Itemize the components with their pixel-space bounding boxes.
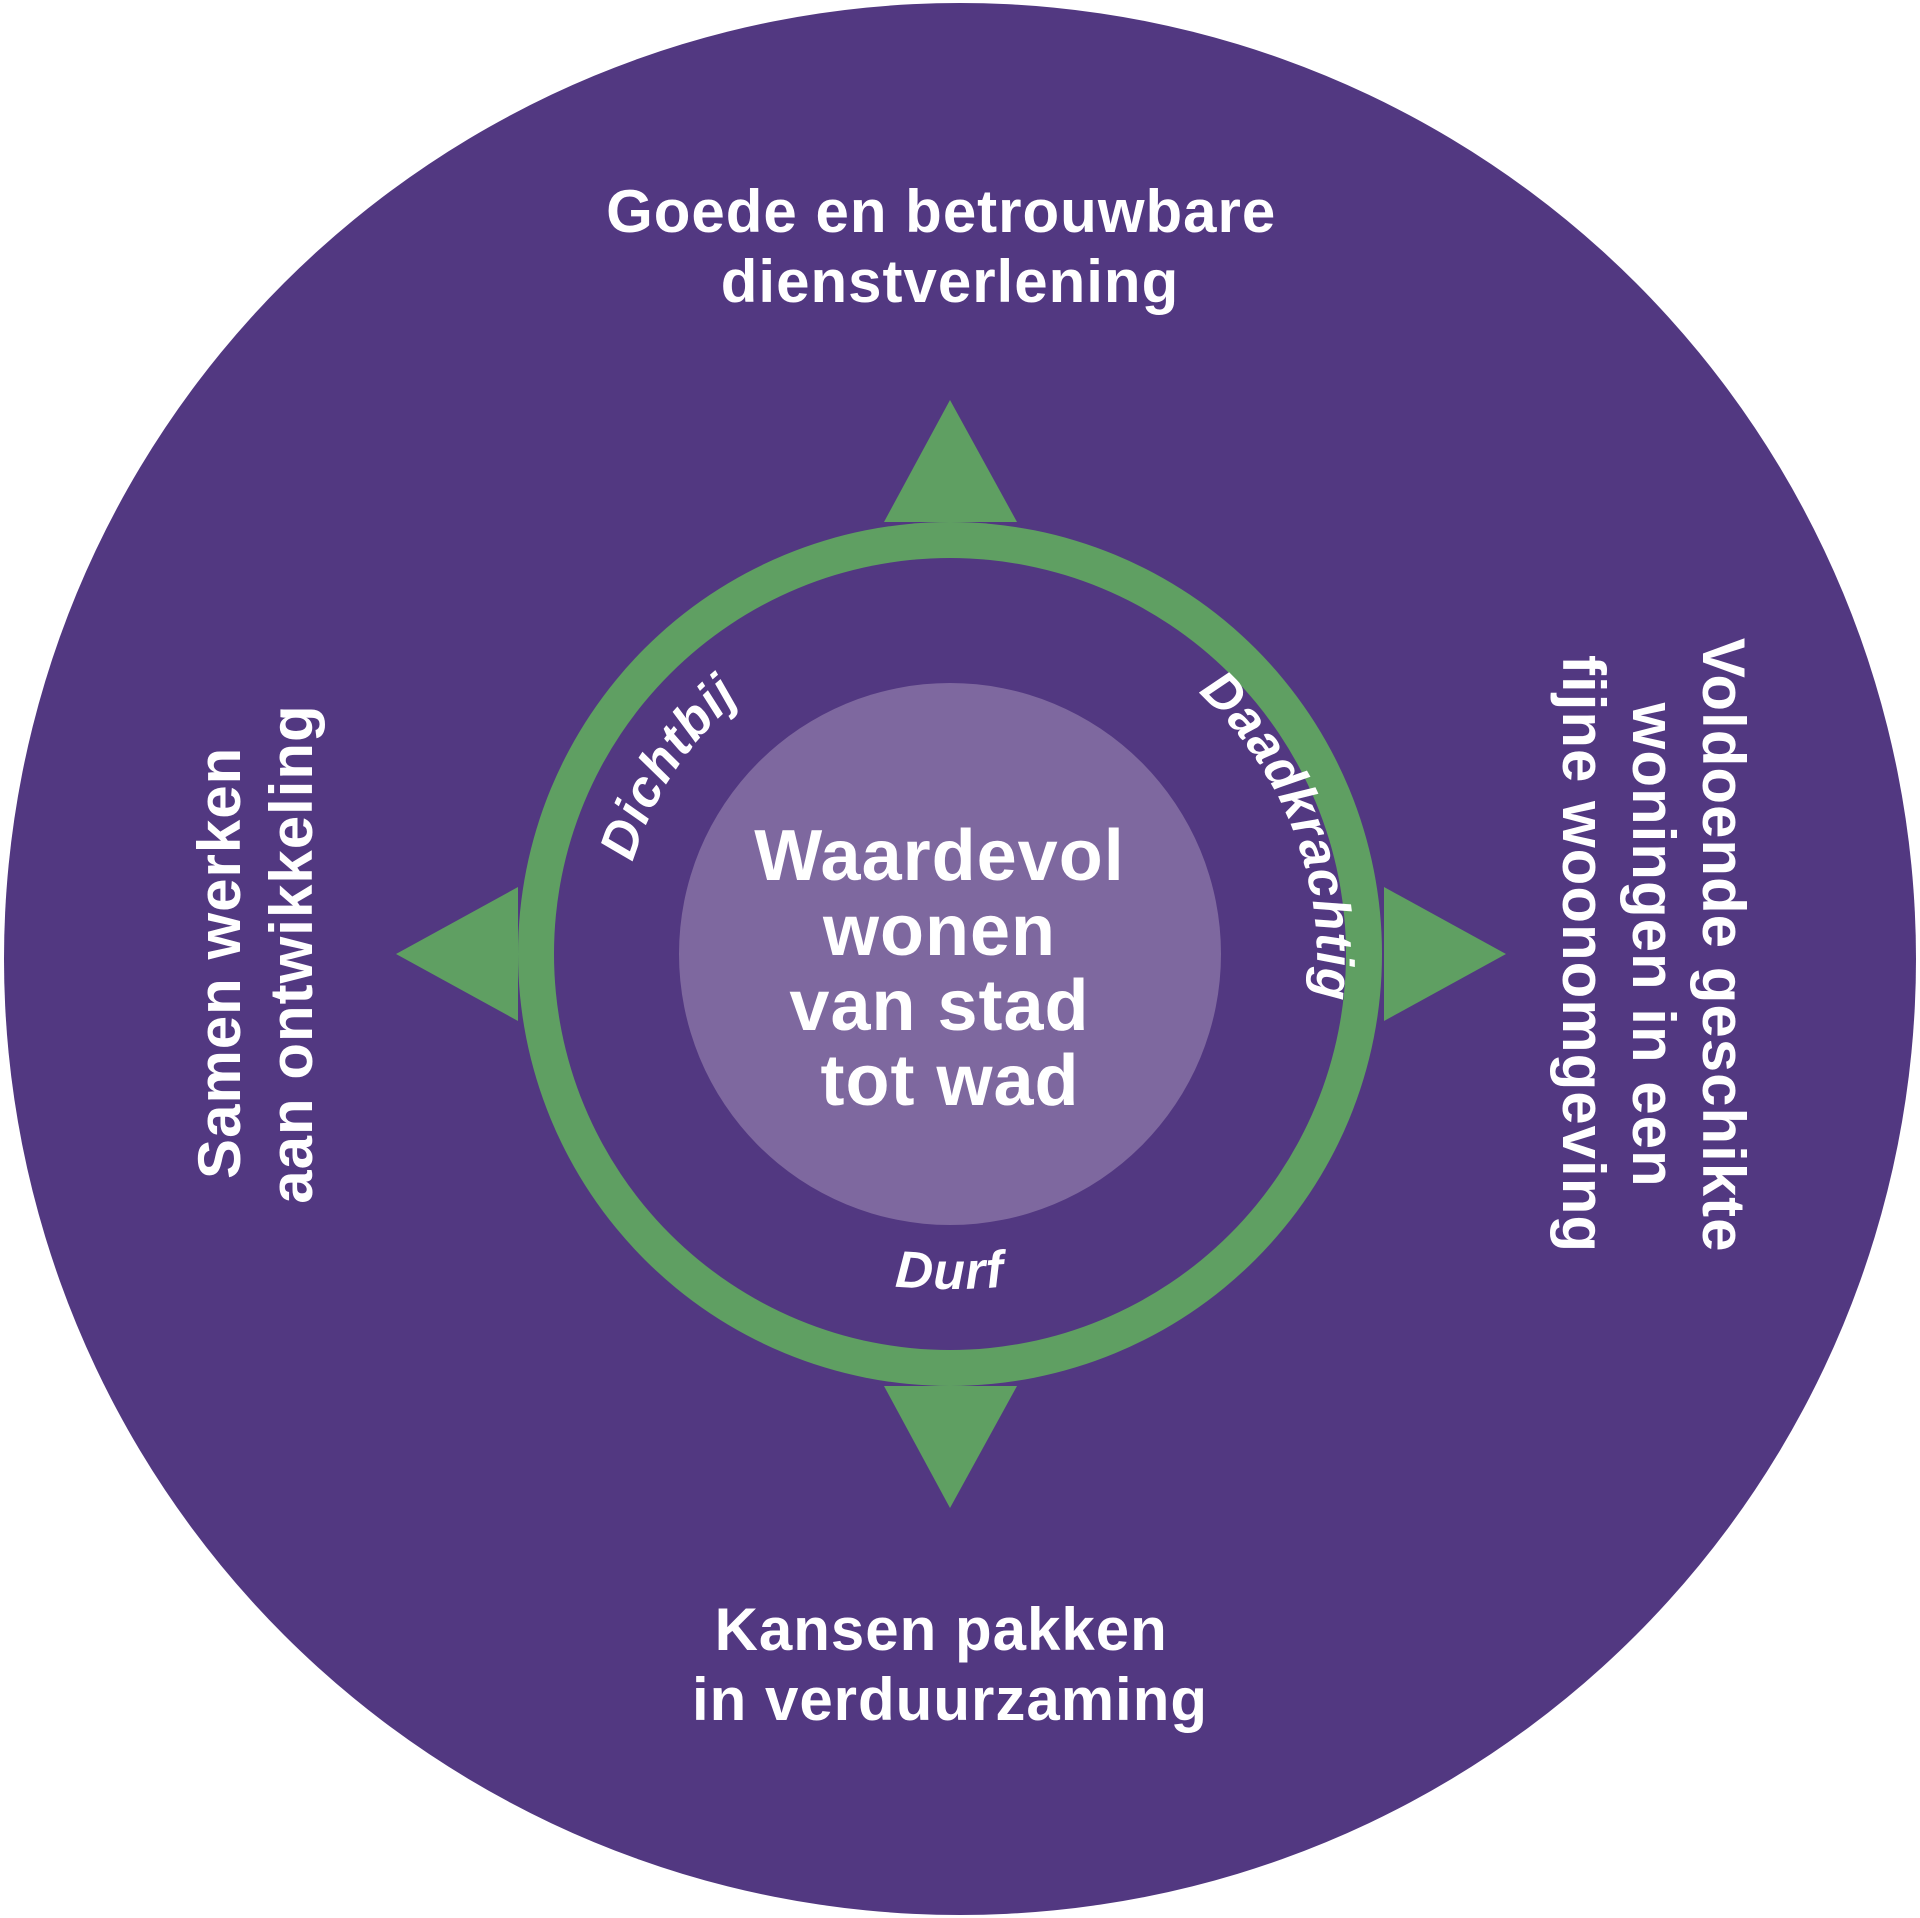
compass-point-south — [884, 1386, 1017, 1508]
compass-point-north — [884, 400, 1017, 522]
center-label: Waardevol wonen van stad tot wad — [754, 816, 1145, 1121]
goal-top-label: Goede en betrouwbare dienstverlening — [606, 178, 1294, 315]
goal-right-label: Voldoende geschikte woningen in een fijn… — [1550, 638, 1757, 1270]
compass-point-east — [1384, 887, 1506, 1021]
value-bottom-label: Durf — [894, 1240, 1010, 1301]
goal-bottom-label: Kansen pakken in verduurzaming — [692, 1596, 1208, 1733]
compass-point-west — [396, 887, 518, 1021]
center-circle — [679, 683, 1221, 1225]
goal-left-label: Samen werken aan ontwikkeling — [186, 704, 325, 1203]
